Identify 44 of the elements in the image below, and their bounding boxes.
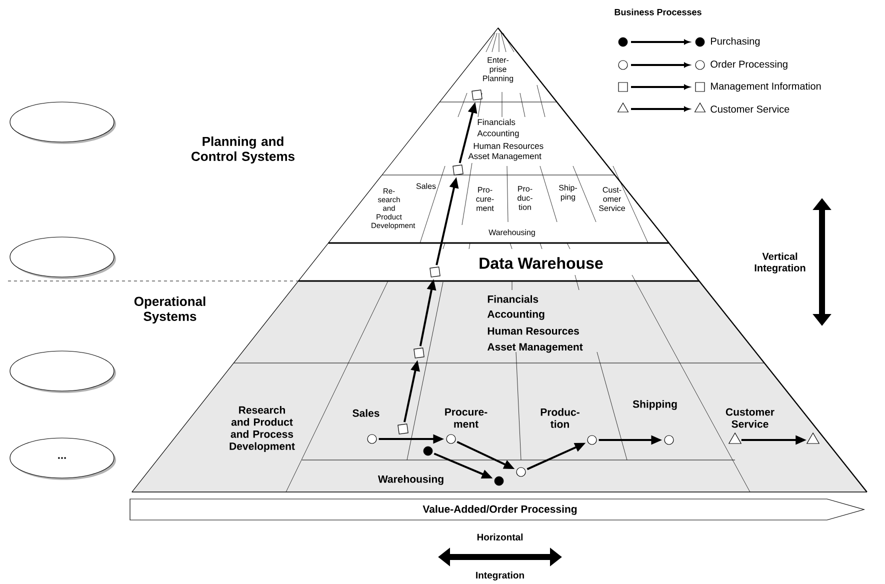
cell-label: Human Resources [488, 327, 579, 335]
cell-label: Financials [478, 118, 516, 126]
cell-label: Procure- ment [445, 408, 488, 428]
axis-label: Integration [476, 572, 524, 580]
legend-title: Business Processes [614, 8, 702, 16]
cell-label: Warehousing [488, 229, 535, 237]
cell-label: Sales [416, 183, 436, 189]
cell-label: Sales [352, 409, 380, 417]
cell-label: Cust- omer Service [599, 186, 625, 212]
section-heading: Planning and Control Systems [192, 136, 294, 164]
cell-label: Asset Management [487, 343, 583, 353]
marker-circle [664, 435, 674, 445]
cell-label: Financials [488, 295, 538, 303]
legend-label: Purchasing [711, 37, 760, 47]
cell-label: Research and Product and Process Development [230, 406, 295, 452]
cell-label: Customer Service [726, 408, 774, 428]
cell-label: Enter- prise Planning [483, 57, 514, 83]
cell-label: Shipping [632, 400, 677, 410]
cell-label: Asset Management [468, 153, 542, 161]
marker-circle [367, 434, 377, 444]
system-ellipse [10, 102, 116, 144]
cell-label: Accounting [477, 130, 519, 138]
marker-circle [516, 467, 526, 477]
cell-label: Ship- ping [559, 184, 577, 202]
system-ellipse [10, 236, 116, 279]
legend-label: Management Information [711, 82, 821, 92]
cell-label: Pro- cure- ment [476, 187, 494, 211]
section-heading: Operational Systems [134, 296, 206, 324]
cell-label: Accounting [487, 310, 544, 320]
marker-dot [423, 446, 433, 456]
cell-label: Warehousing [378, 475, 444, 485]
marker-dot [494, 476, 504, 486]
marker-circle [587, 435, 597, 445]
legend-label: Order Processing [710, 60, 788, 70]
marker-circle [446, 434, 456, 444]
process-band: Value-Added/Order Processing [130, 498, 866, 520]
axis-label: Vertical Integration [754, 252, 806, 274]
cell-label: Pro- duc- tion [518, 186, 532, 210]
cell-label: Human Resources [474, 143, 544, 149]
band-heading: Data Warehouse [480, 257, 603, 269]
system-ellipse [10, 350, 116, 393]
axis-label: Horizontal [477, 534, 523, 540]
legend-label: Customer Service [710, 105, 790, 113]
cell-label: Produc- tion [540, 408, 580, 428]
